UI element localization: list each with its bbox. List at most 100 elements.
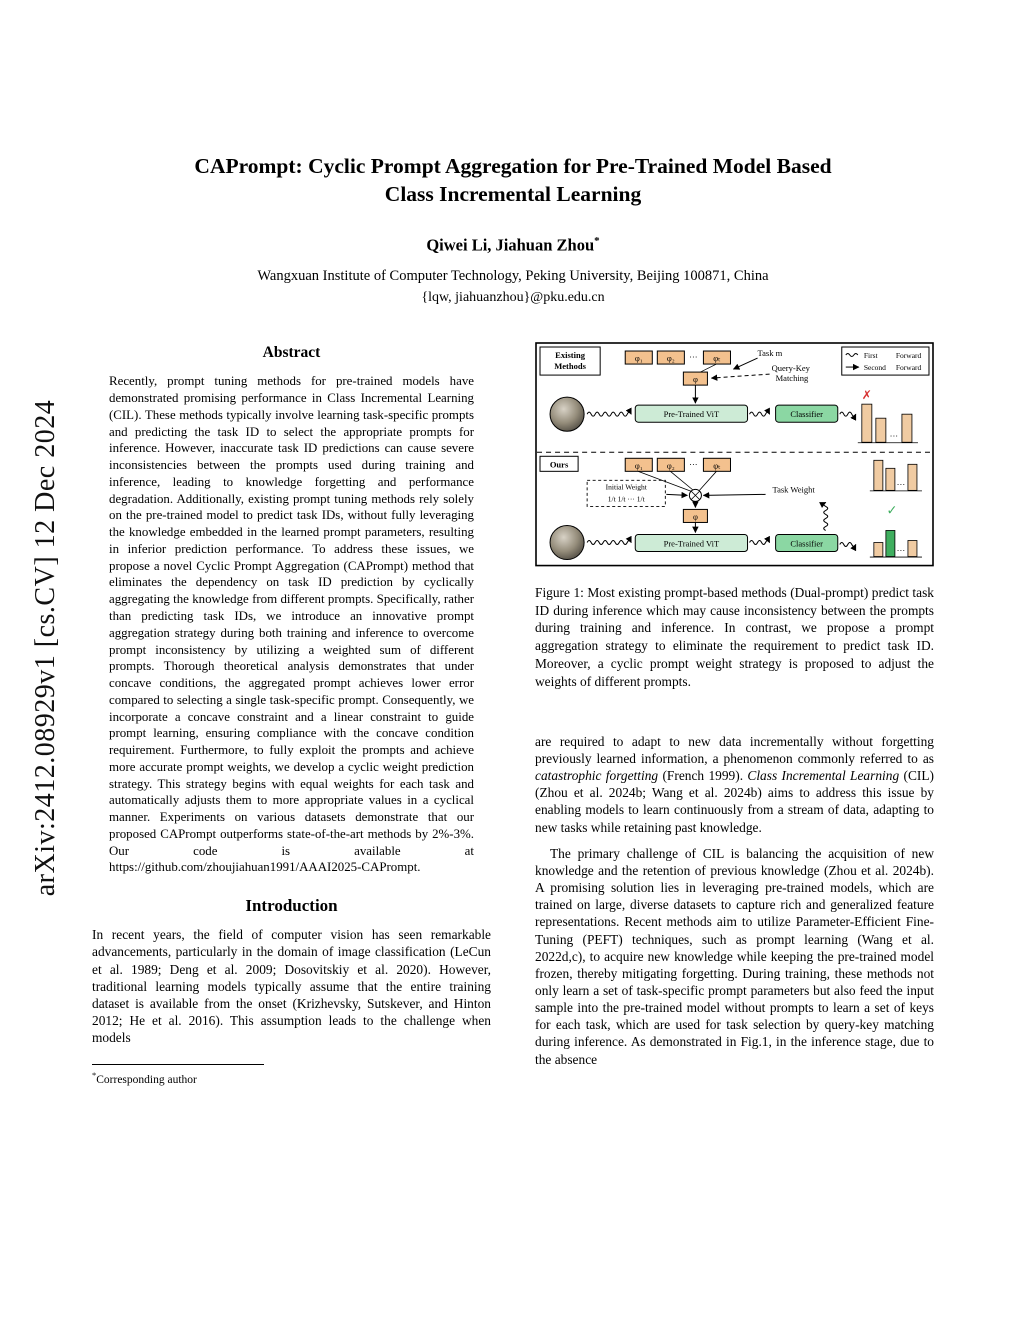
logit-ellipsis: ···: [890, 431, 899, 441]
task-m-arrow: [732, 357, 758, 370]
logit-bar: [907, 540, 918, 558]
legend-first-label: First: [864, 351, 879, 360]
prompt-box-1: [624, 350, 653, 365]
legend-box: [841, 346, 930, 376]
ours-prompt-1-label: φ₁: [635, 461, 643, 471]
ours-prompt-ellipsis: ···: [689, 460, 698, 470]
two-column-body: Abstract Recently, prompt tuning methods…: [92, 342, 934, 1086]
agg-line-3: [699, 471, 717, 491]
right-column: Existing Methods φ₁ φ₂ ··· φₜ Task m: [535, 342, 934, 1086]
prompt-select-line: [700, 363, 717, 373]
corresponding-author-footnote: *Corresponding author: [92, 1070, 491, 1086]
logit-bar: [873, 542, 884, 558]
body-paragraph-2: The primary challenge of CIL is balancin…: [535, 845, 934, 1067]
figure-1: Existing Methods φ₁ φ₂ ··· φₜ Task m: [535, 342, 934, 691]
correct-prediction-check-icon: ✓: [886, 504, 897, 519]
selected-prompt-label: φ: [693, 374, 698, 384]
agg-line-1: [638, 471, 692, 492]
abstract-heading: Abstract: [262, 344, 321, 362]
footnote-rule: [92, 1064, 264, 1066]
legend-second-label: Second: [864, 363, 886, 372]
figure1-diagram: Existing Methods φ₁ φ₂ ··· φₜ Task m: [535, 342, 934, 567]
vit-to-classifier-wavy-ours: [749, 536, 771, 546]
legend-forward-label-2: Forward: [896, 363, 922, 372]
logit-bar: [907, 464, 918, 492]
prompt-2-label: φ₂: [667, 353, 675, 363]
vit-label-existing: Pre-Trained ViT: [664, 409, 720, 419]
classifier-label-ours: Classifier: [790, 539, 823, 549]
initial-weight-values: 1/t 1/t ··· 1/t: [608, 495, 646, 504]
existing-methods-label2: Methods: [554, 361, 586, 371]
ours-prompt-box-t: [702, 458, 731, 473]
logit-bar: [873, 460, 884, 492]
prompt-1-label: φ₁: [635, 353, 643, 363]
footnote-area: *Corresponding author: [92, 1064, 491, 1086]
cyclic-weight-wavy: [819, 502, 829, 532]
footnote-text: Corresponding author: [96, 1074, 197, 1087]
existing-methods-label: Existing: [555, 350, 586, 360]
logit-bar: [885, 468, 896, 492]
email-line: {lqw, jiahuanzhou}@pku.edu.cn: [421, 290, 605, 306]
vit-to-classifier-wavy: [749, 407, 771, 417]
vit-label-ours: Pre-Trained ViT: [664, 539, 720, 549]
task-m-label: Task m: [758, 348, 783, 358]
logit-bar: [901, 414, 913, 443]
prompt-ellipsis: ···: [689, 352, 698, 362]
paper-content: CAPrompt: Cyclic Prompt Aggregation for …: [92, 152, 934, 1086]
multiply-x2: [691, 491, 700, 500]
abstract-text: Recently, prompt tuning methods for pre-…: [109, 374, 474, 875]
prompt-t-label: φₜ: [713, 353, 721, 363]
matching-label: Matching: [776, 373, 809, 383]
vit-box-existing: [634, 404, 749, 423]
input-image-ours: [549, 525, 585, 561]
classifier-to-logits-wavy-ours: [839, 542, 857, 552]
logit-bar-correct: [885, 530, 896, 558]
logit-ellipsis: ···: [897, 480, 906, 490]
wrong-prediction-x-icon: ✗: [862, 388, 872, 402]
classifier-to-logits-wavy: [839, 411, 857, 422]
affiliation-line: Wangxuan Institute of Computer Technolog…: [257, 268, 769, 285]
title-line-1: CAPrompt: Cyclic Prompt Aggregation for …: [194, 154, 832, 178]
ours-prompt-t-label: φₜ: [713, 461, 721, 471]
logit-bar: [875, 418, 887, 443]
classifier-label-existing: Classifier: [790, 409, 823, 419]
agg-line-2: [670, 471, 694, 491]
arxiv-watermark: arXiv:2412.08929v1 [cs.CV] 12 Dec 2024: [30, 399, 61, 897]
introduction-paragraph: In recent years, the field of computer v…: [92, 927, 491, 1046]
figure-frame: [535, 342, 934, 567]
logit-ellipsis: ···: [897, 546, 906, 556]
ours-label: Ours: [550, 460, 569, 470]
query-key-arrow: [710, 373, 770, 382]
title-line-2: Class Incremental Learning: [384, 182, 642, 207]
logit-bar: [861, 404, 873, 443]
query-key-label: Query-Key: [772, 363, 811, 373]
legend-forward-label-1: Forward: [896, 351, 922, 360]
first-forward-wavy-2: [586, 536, 632, 546]
ours-prompt-2-label: φ₂: [667, 461, 675, 471]
legend-wavy-icon: [845, 353, 859, 358]
paper-title: CAPrompt: Cyclic Prompt Aggregation for …: [92, 152, 934, 209]
authors-line: Qiwei Li, Jiahuan Zhou*: [92, 235, 934, 256]
task-weight-label: Task Weight: [772, 485, 815, 495]
figure-1-caption: Figure 1: Most existing prompt-based met…: [535, 584, 934, 689]
corresponding-author-mark: *: [594, 234, 600, 247]
prompt-box-t: [702, 350, 731, 365]
first-forward-wavy-1: [586, 407, 632, 417]
aggregated-prompt-label: φ: [693, 512, 698, 522]
task-weight-arrow: [702, 492, 766, 499]
initial-weight-arrow: [666, 492, 689, 499]
vit-box-ours: [634, 534, 749, 553]
introduction-heading: Introduction: [245, 896, 338, 916]
initial-weight-label: Initial Weight: [606, 483, 648, 492]
prompt-box-2: [656, 350, 685, 365]
left-column: Abstract Recently, prompt tuning methods…: [92, 342, 491, 1086]
classifier-box-existing: [775, 404, 839, 423]
ours-label-box: [539, 456, 579, 473]
footnote-mark: *: [92, 1070, 97, 1081]
input-image-existing: [549, 396, 585, 432]
author-names: Qiwei Li, Jiahuan Zhou: [426, 235, 595, 255]
body-paragraph-1: are required to adapt to new data increm…: [535, 733, 934, 835]
classifier-box-ours: [775, 534, 839, 553]
existing-methods-label-box: [539, 346, 601, 376]
